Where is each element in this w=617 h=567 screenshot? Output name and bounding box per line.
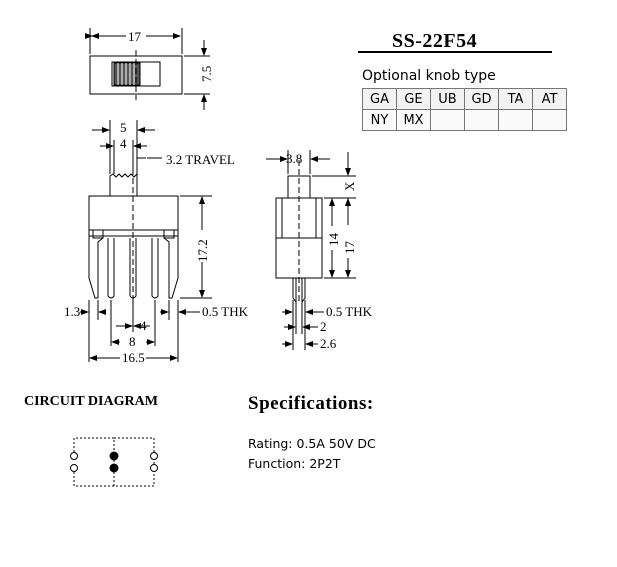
- dim-pin-span: 8: [129, 334, 136, 349]
- spec-function: Function: 2P2T: [248, 456, 341, 471]
- dim-pin-pitch: 4: [140, 318, 147, 333]
- common-terminal: [109, 451, 119, 461]
- table-cell: [464, 109, 499, 131]
- table-cell: NY: [362, 109, 397, 131]
- dim-side-knob-width: 3.8: [286, 151, 302, 166]
- dim-pin-offset: 1.3: [64, 304, 80, 319]
- dim-knob-inner: 4: [120, 136, 127, 151]
- front-view: [80, 120, 212, 362]
- title-underline: [358, 51, 552, 53]
- dim-travel: 3.2 TRAVEL: [166, 152, 235, 167]
- table-cell: GA: [362, 88, 397, 110]
- dim-side-x: X: [342, 181, 357, 191]
- front-knob: [109, 172, 138, 196]
- circuit-diagram-title: CIRCUIT DIAGRAM: [24, 394, 158, 409]
- dim-front-pin-thk: 0.5 THK: [202, 304, 249, 319]
- dim-top-width: 17: [128, 29, 142, 44]
- dim-top-height: 7.5: [199, 66, 214, 82]
- dim-side-total-height: 17: [342, 241, 357, 255]
- dim-front-total-width: 16.5: [122, 350, 145, 365]
- dim-front-height: 17.2: [195, 239, 210, 262]
- knob-type-caption: Optional knob type: [362, 68, 496, 84]
- table-cell: [498, 109, 533, 131]
- table-row: NY MX: [362, 109, 567, 131]
- table-row: GA GE UB GD TA AT: [362, 88, 567, 110]
- knob-type-table: GA GE UB GD TA AT NY MX: [362, 88, 567, 131]
- dim-knob-width: 5: [120, 120, 127, 135]
- terminal: [150, 452, 158, 460]
- specifications-title: Specifications:: [248, 393, 374, 414]
- table-cell: GE: [396, 88, 431, 110]
- dim-side-pin-thk: 0.5 THK: [326, 304, 373, 319]
- circuit-diagram: [70, 437, 158, 487]
- table-cell: MX: [396, 109, 431, 131]
- model-title: SS-22F54: [392, 30, 478, 52]
- terminal: [150, 464, 158, 472]
- terminal: [70, 464, 78, 472]
- side-view: [266, 150, 356, 350]
- dim-side-pin-span: 2.6: [320, 336, 337, 351]
- top-view: [85, 28, 210, 110]
- common-terminal: [109, 463, 119, 473]
- terminal: [70, 452, 78, 460]
- table-cell: [532, 109, 567, 131]
- dim-side-inner-height: 14: [326, 233, 341, 247]
- spec-rating: Rating: 0.5A 50V DC: [248, 436, 376, 451]
- dim-side-pin-gap: 2: [320, 319, 327, 334]
- table-cell: AT: [532, 88, 567, 110]
